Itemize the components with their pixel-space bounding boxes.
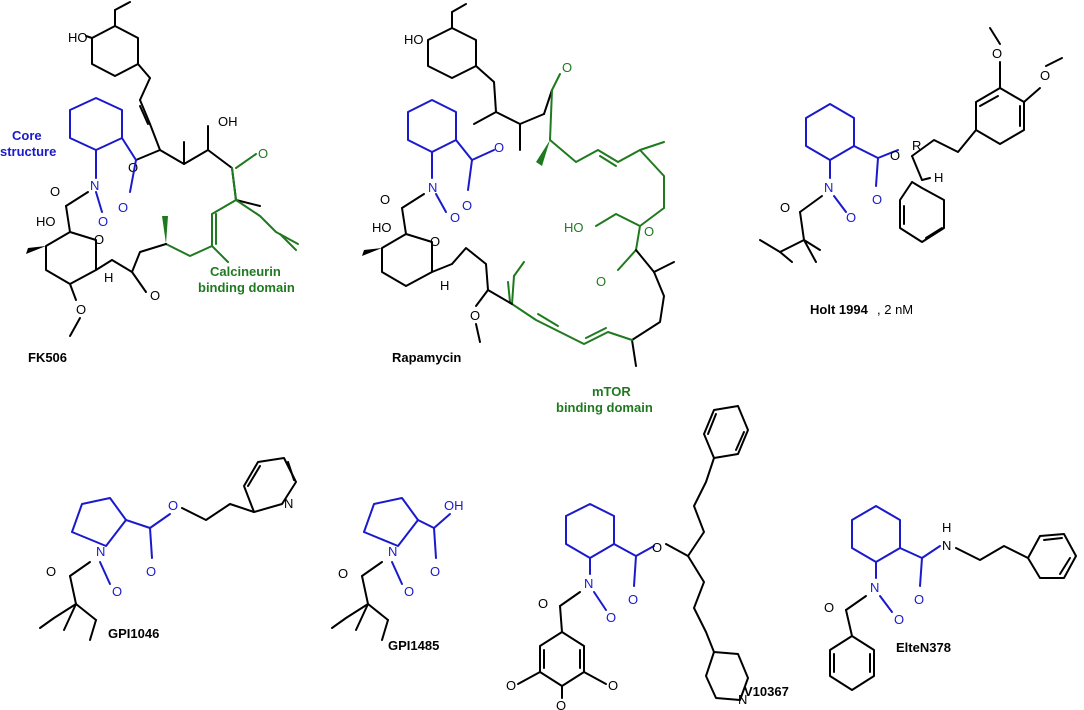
eltn378-nh-h-label: H <box>942 520 951 535</box>
fk506-dicarbonyl-o-label: O <box>50 184 60 199</box>
holt-stereo-label: R <box>912 138 921 153</box>
v10367-pyridine-n-label: N <box>738 692 747 707</box>
rapamycin-pyran-o-label: O <box>430 234 440 249</box>
eltn378-amide-n-label: N <box>942 538 951 553</box>
gpi1046-amide-o-label: O <box>112 584 122 599</box>
gpi1046-name: GPI1046 <box>108 626 159 641</box>
rapamycin-h-label: H <box>440 278 449 293</box>
holt-h-label: H <box>934 170 943 185</box>
holt-ome1-o-label: O <box>992 46 1002 61</box>
gpi1485-ketone-o-label: O <box>338 566 348 581</box>
v10367-structure: N O O N O O O O O V10367 <box>506 405 789 710</box>
rapamycin-carbonyl-o-label: O <box>462 198 472 213</box>
rapamycin-pyran-oh-label: HO <box>372 220 392 235</box>
rapamycin-hydroxyl-label: HO <box>404 32 424 47</box>
gpi1485-name: GPI1485 <box>388 638 439 653</box>
calcineurin-label-line1: Calcineurin <box>210 264 281 279</box>
fk506-hydroxyl-label: HO <box>68 30 88 45</box>
gpi1046-pyridine-n-label: N <box>284 496 293 511</box>
v10367-ketone-o-label: O <box>538 596 548 611</box>
holt-amide-o-label: O <box>846 210 856 225</box>
fk506-pyran-oh-label: HO <box>36 214 56 229</box>
fk506-h-label: H <box>104 270 113 285</box>
core-structure-label-line1: Core <box>12 128 42 143</box>
gpi1485-structure: N O OH O O GPI1485 <box>331 497 464 653</box>
eltn378-ketone-o-label: O <box>824 600 834 615</box>
gpi1046-carbonyl-o-label: O <box>146 564 156 579</box>
core-structure-label-line2: structure <box>0 144 56 159</box>
gpi1046-structure: N O O N O O GPI1046 <box>39 457 297 641</box>
eltn378-n-label: N <box>870 580 879 595</box>
eltn378-amide-o-label: O <box>894 612 904 627</box>
rapamycin-ketone-o-label: O <box>562 60 572 75</box>
fk506-name: FK506 <box>28 350 67 365</box>
gpi1485-amide-o-label: O <box>404 584 414 599</box>
fk506-carbonyl-o-label: O <box>118 200 128 215</box>
v10367-amide-o-label: O <box>606 610 616 625</box>
gpi1485-n-label: N <box>388 544 397 559</box>
holt-1994-name-bold: Holt 1994 <box>810 302 869 317</box>
v10367-ome3-o-label: O <box>556 698 566 710</box>
holt-ome2-o-label: O <box>1040 68 1050 83</box>
fk506-amide-o-label: O <box>98 214 108 229</box>
v10367-ome2-o-label: O <box>608 678 618 693</box>
rapamycin-methoxy-side-o-label: O <box>470 308 480 323</box>
gpi1046-n-label: N <box>96 544 105 559</box>
eltn378-name: ElteN378 <box>896 640 951 655</box>
rapamycin-amide-o-label: O <box>450 210 460 225</box>
holt-carbonyl-o-label: O <box>872 192 882 207</box>
gpi1046-ester-o-label: O <box>168 498 178 513</box>
rapamycin-name: Rapamycin <box>392 350 461 365</box>
eltn378-structure: N O H N O O ElteN378 <box>824 505 1077 691</box>
fk506-ome-o-label: O <box>76 302 86 317</box>
fk506-pyran-o-label: O <box>94 232 104 247</box>
fk506-oh-label: OH <box>218 114 238 129</box>
gpi1046-ketone-o-label: O <box>46 564 56 579</box>
fk506-ester-o-label: O <box>128 160 138 175</box>
rapamycin-ester-o-label: O <box>494 140 504 155</box>
v10367-ester-o-label: O <box>652 540 662 555</box>
v10367-ome1-o-label: O <box>506 678 516 693</box>
gpi1485-carbonyl-o-label: O <box>430 564 440 579</box>
fk506-n-label: N <box>90 178 99 193</box>
mtor-label-line2: binding domain <box>556 400 653 415</box>
calcineurin-label-line2: binding domain <box>198 280 295 295</box>
fk506-ketone-o-label: O <box>258 146 268 161</box>
v10367-n-label: N <box>584 576 593 591</box>
rapamycin-ho-label: HO <box>564 220 584 235</box>
holt-ketone-o-label: O <box>780 200 790 215</box>
rapamycin-structure: HO O HO O O N O O O <box>362 3 675 367</box>
holt-1994-structure: N O O O O R H O O Holt 1994 , 2 nM <box>759 27 1063 317</box>
fk506-structure: HO OH O O N O O O HO O <box>26 1 299 365</box>
fk506-side-o-label: O <box>150 288 160 303</box>
gpi1485-oh-label: OH <box>444 498 464 513</box>
holt-ester-o-label: O <box>890 148 900 163</box>
holt-1994-name-affinity: , 2 nM <box>877 302 913 317</box>
rapamycin-n-label: N <box>428 180 437 195</box>
v10367-carbonyl-o-label: O <box>628 592 638 607</box>
rapamycin-methoxy-o-label: O <box>644 224 654 239</box>
rapamycin-ketone2-o-label: O <box>596 274 606 289</box>
rapamycin-dicarbonyl-o-label: O <box>380 192 390 207</box>
mtor-label-line1: mTOR <box>592 384 631 399</box>
eltn378-carbonyl-o-label: O <box>914 592 924 607</box>
v10367-name: V10367 <box>744 684 789 699</box>
holt-n-label: N <box>824 180 833 195</box>
